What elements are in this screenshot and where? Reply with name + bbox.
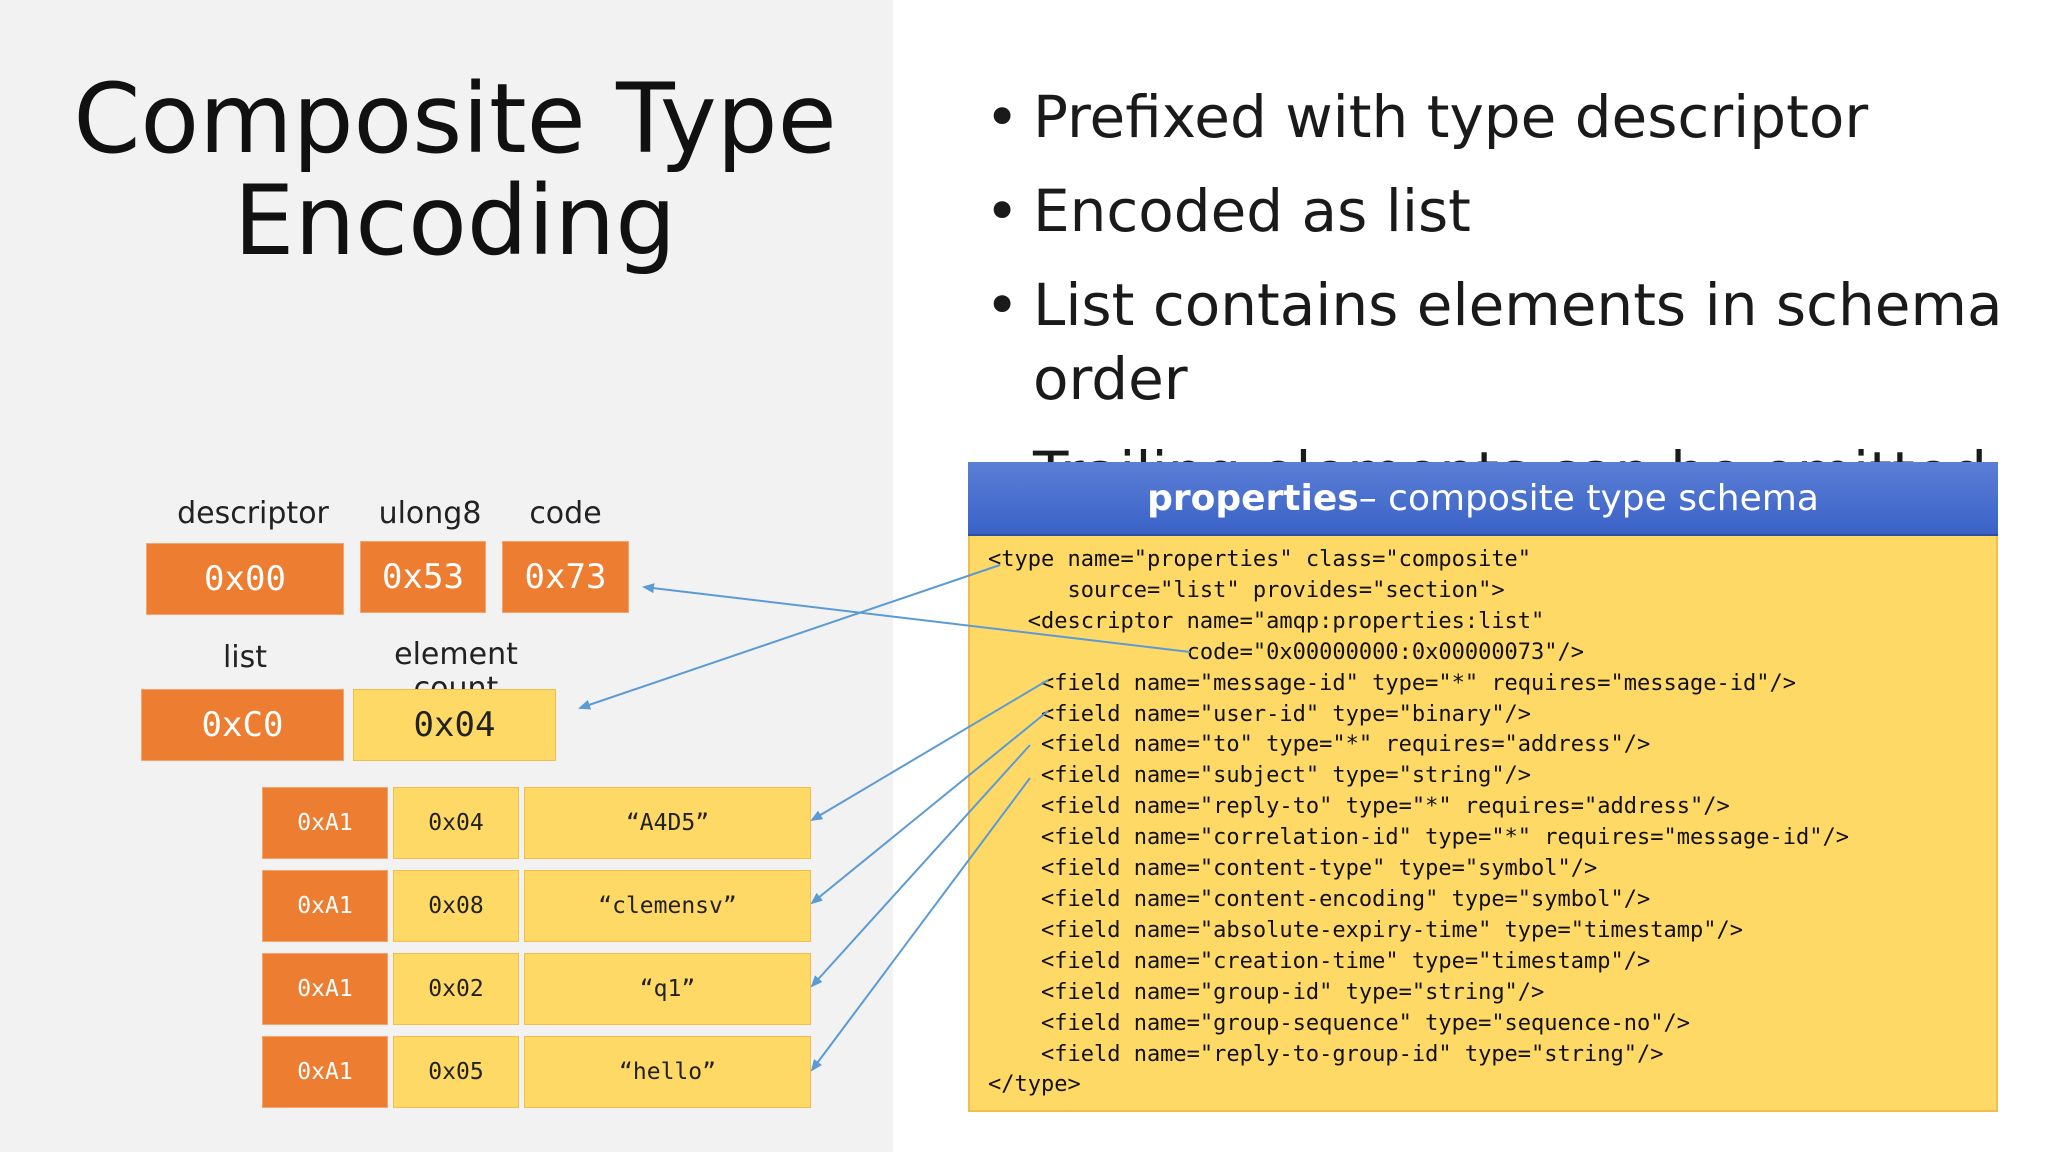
list-label: list <box>222 640 268 675</box>
slide-title: Composite Type Encoding <box>40 68 870 272</box>
schema-box <box>968 462 1998 1112</box>
title-line-1: Composite Type <box>73 63 837 175</box>
element-value-cell: “clemensv” <box>524 870 811 942</box>
element-length-cell: 0x08 <box>393 870 519 942</box>
element-count-box: 0x04 <box>353 689 556 761</box>
element-type-cell: 0xA1 <box>262 787 388 859</box>
schema-code: <type name="properties" class="composite… <box>988 547 1849 1098</box>
bullet-item: List contains elements in schema order <box>985 268 2025 416</box>
descriptor-label: descriptor <box>177 496 329 531</box>
schema-title-rest: – composite type schema <box>1358 477 1819 519</box>
bullet-item: Prefixed with type descriptor <box>985 80 2025 154</box>
code-box: 0x73 <box>502 541 629 613</box>
schema-header: properties – composite type schema <box>968 462 1998 536</box>
element-length-cell: 0x05 <box>393 1036 519 1108</box>
schema-title-bold: properties <box>1147 477 1359 519</box>
bullet-item: Encoded as list <box>985 174 2025 248</box>
element-value-cell: “A4D5” <box>524 787 811 859</box>
descriptor-box: 0x00 <box>146 543 344 615</box>
element-type-cell: 0xA1 <box>262 1036 388 1108</box>
element-value-cell: “q1” <box>524 953 811 1025</box>
title-line-2: Encoding <box>233 165 677 277</box>
list-box: 0xC0 <box>141 689 344 761</box>
code-label: code <box>529 496 602 531</box>
ulong8-box: 0x53 <box>360 541 486 613</box>
element-type-cell: 0xA1 <box>262 953 388 1025</box>
element-value-cell: “hello” <box>524 1036 811 1108</box>
element-type-cell: 0xA1 <box>262 870 388 942</box>
element-length-cell: 0x02 <box>393 953 519 1025</box>
element-length-cell: 0x04 <box>393 787 519 859</box>
ulong8-label: ulong8 <box>378 496 482 531</box>
